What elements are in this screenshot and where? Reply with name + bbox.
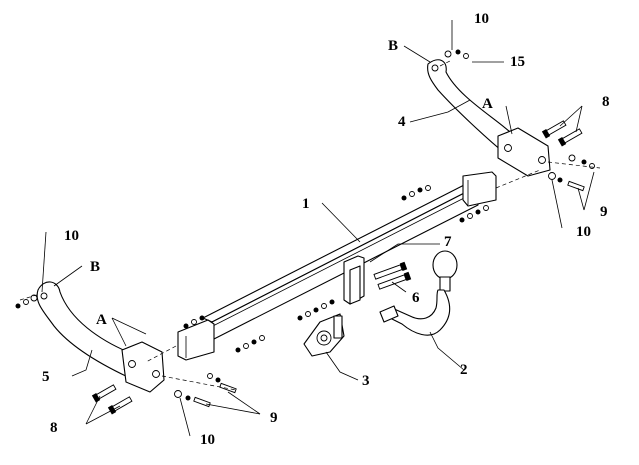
- label-10-left-washer: 10: [64, 228, 79, 244]
- label-5-left-arm: 5: [42, 369, 50, 385]
- label-9-left-nuts: 9: [270, 410, 278, 426]
- label-b-right-mount: B: [388, 38, 398, 54]
- label-15-nut: 15: [510, 54, 525, 70]
- label-4-right-arm: 4: [398, 114, 406, 130]
- socket-plate: [303, 313, 345, 357]
- label-7-bolt: 7: [444, 234, 452, 250]
- label-10-bottom-left-washer: 10: [200, 432, 215, 448]
- right-side-arm: [427, 59, 551, 177]
- label-a-left-mount: A: [96, 312, 107, 328]
- label-a-right-mount: A: [482, 96, 493, 112]
- label-10-right-washer: 10: [576, 224, 591, 240]
- cross-beam: [177, 171, 497, 361]
- assembly-axes: [19, 59, 601, 391]
- label-b-left-mount: B: [90, 259, 100, 275]
- label-3-socket-plate: 3: [362, 373, 370, 389]
- label-6-bolt: 6: [412, 290, 420, 306]
- hardware-bolts: [15, 49, 595, 415]
- label-9-right-nuts: 9: [600, 204, 608, 220]
- callout-labels: 1 2 3 4 5 6 7 8 8 9 9 10 10 10 10 15 A A…: [42, 11, 610, 448]
- label-2-towball: 2: [460, 362, 468, 378]
- label-8-right-bolts: 8: [602, 94, 610, 110]
- leader-lines: [41, 20, 595, 437]
- label-10-top-right-washer: 10: [474, 11, 489, 27]
- left-side-arm: [36, 281, 165, 393]
- tow-ball: [379, 250, 458, 336]
- label-8-left-bolts: 8: [50, 420, 58, 436]
- label-1-crossbeam: 1: [302, 196, 310, 212]
